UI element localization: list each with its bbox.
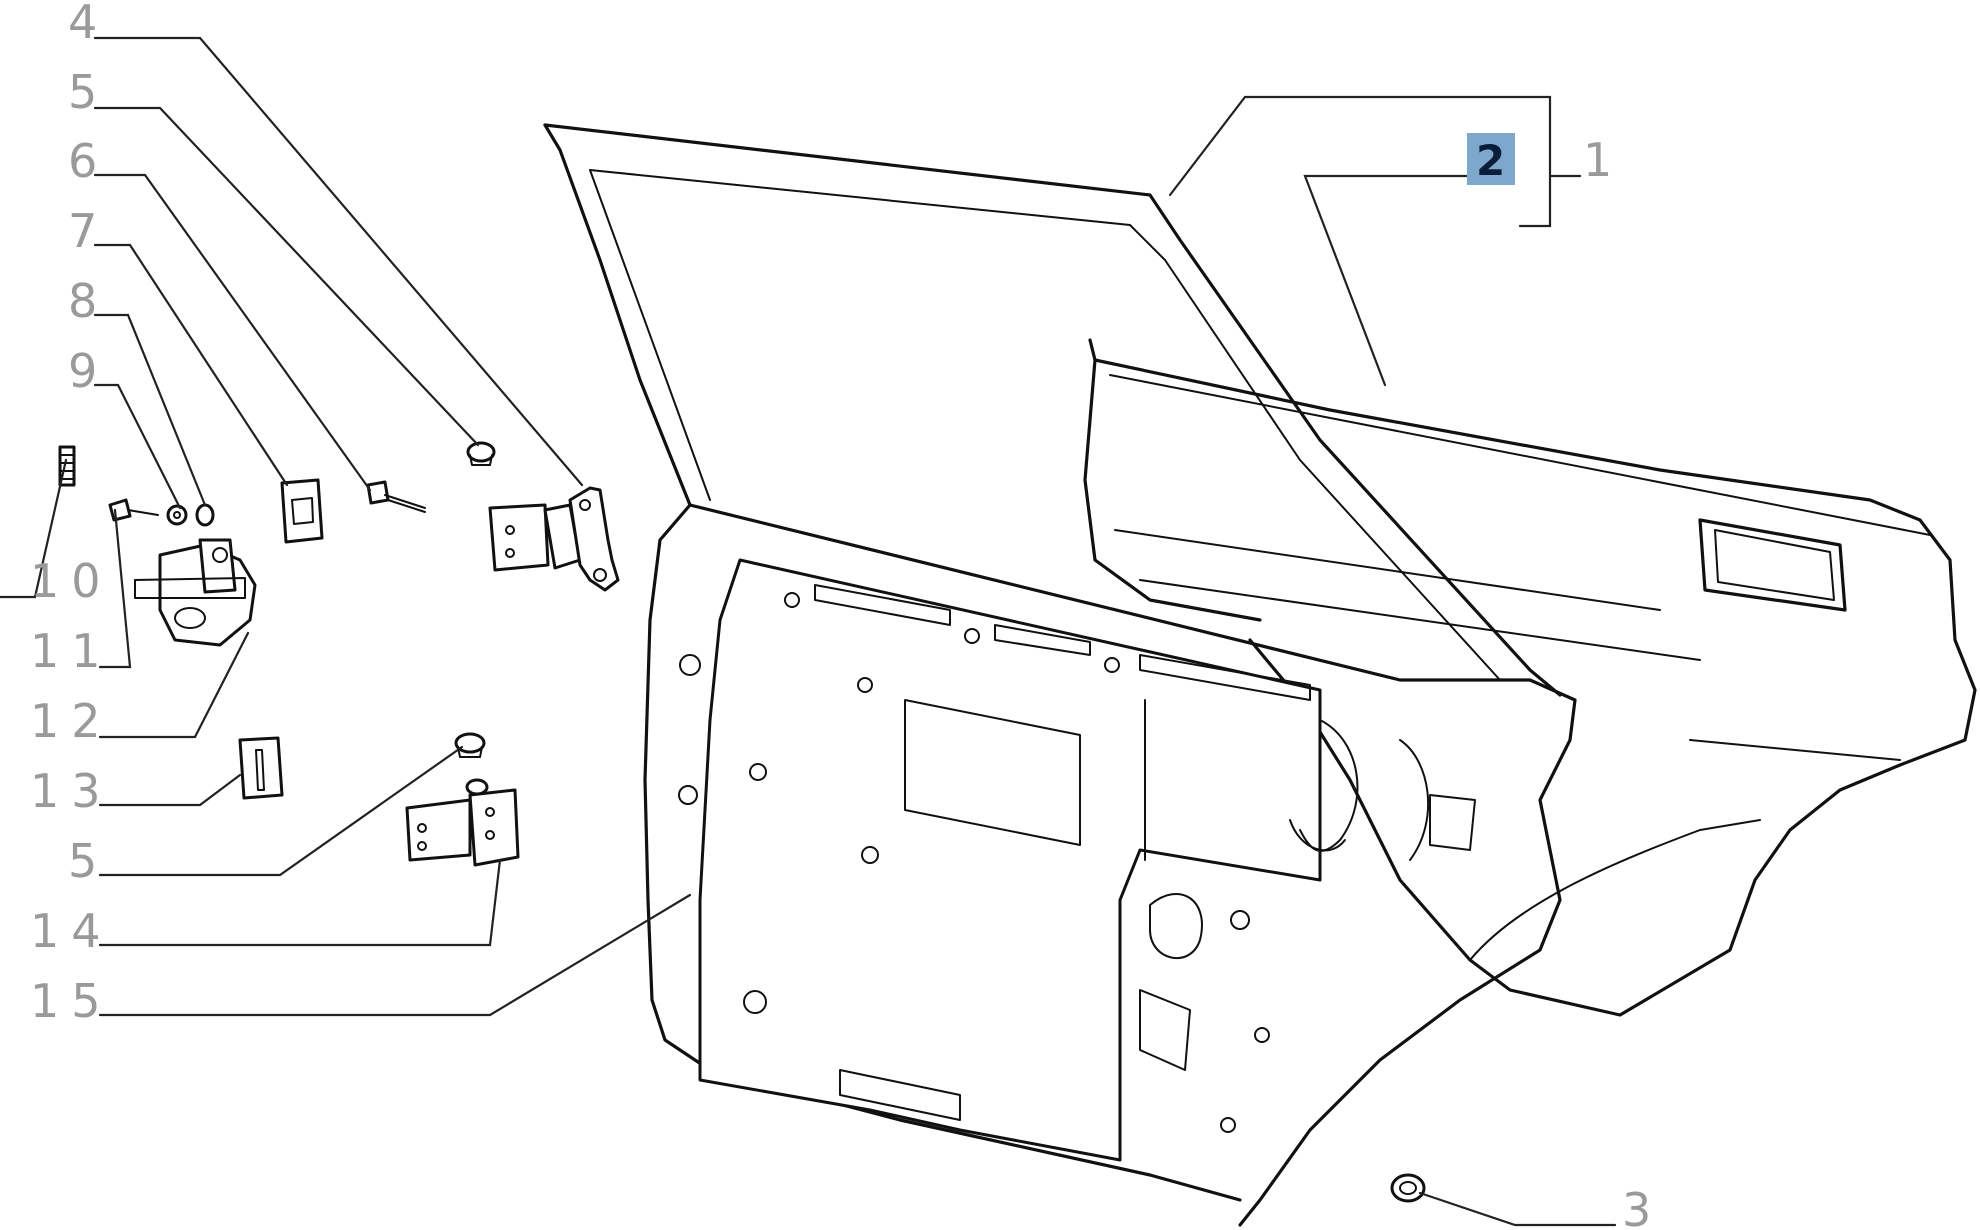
upper-hinge: [488, 486, 620, 592]
clip-part-7: [280, 478, 324, 544]
callout-2[interactable]: 2: [1476, 136, 1505, 185]
callout-5-lower[interactable]: 5: [68, 834, 97, 888]
callout-14[interactable]: 14: [30, 904, 113, 958]
callout-13[interactable]: 13: [30, 764, 113, 818]
washer-part-9: [166, 504, 188, 526]
lower-hinge: [405, 778, 520, 867]
clip-part-13: [238, 736, 284, 800]
callout-12[interactable]: 12: [30, 694, 113, 748]
door-striker-part-12: [134, 538, 257, 647]
callout-7[interactable]: 7: [68, 204, 97, 258]
callout-3[interactable]: 3: [1622, 1183, 1651, 1230]
bolt-part-11: [108, 498, 159, 522]
callout-11[interactable]: 11: [30, 624, 113, 678]
callout-labels: 4 5 6 7 8 9 10 11 12 13 5 14 15 1 2 3: [30, 0, 1651, 1230]
callout-6[interactable]: 6: [68, 134, 97, 188]
screw-part-6: [366, 480, 426, 513]
callout-9[interactable]: 9: [68, 344, 97, 398]
callout-highlight-box: [1467, 133, 1515, 185]
rear-door: [543, 123, 1577, 1227]
callout-5-upper[interactable]: 5: [68, 65, 97, 119]
callout-4[interactable]: 4: [68, 0, 97, 49]
callout-10[interactable]: 10: [30, 554, 113, 608]
plug-bottom: [1390, 1173, 1426, 1203]
plug-upper: [466, 441, 496, 466]
nut-part-8: [195, 503, 215, 527]
panel-recess: [1698, 518, 1847, 612]
rear-body-panel: [1083, 338, 1977, 1017]
callout-15[interactable]: 15: [30, 974, 113, 1028]
callout-1[interactable]: 1: [1583, 133, 1612, 187]
leader-lines: [0, 36, 1617, 1227]
callout-8[interactable]: 8: [68, 274, 97, 328]
plug-lower: [454, 732, 486, 758]
